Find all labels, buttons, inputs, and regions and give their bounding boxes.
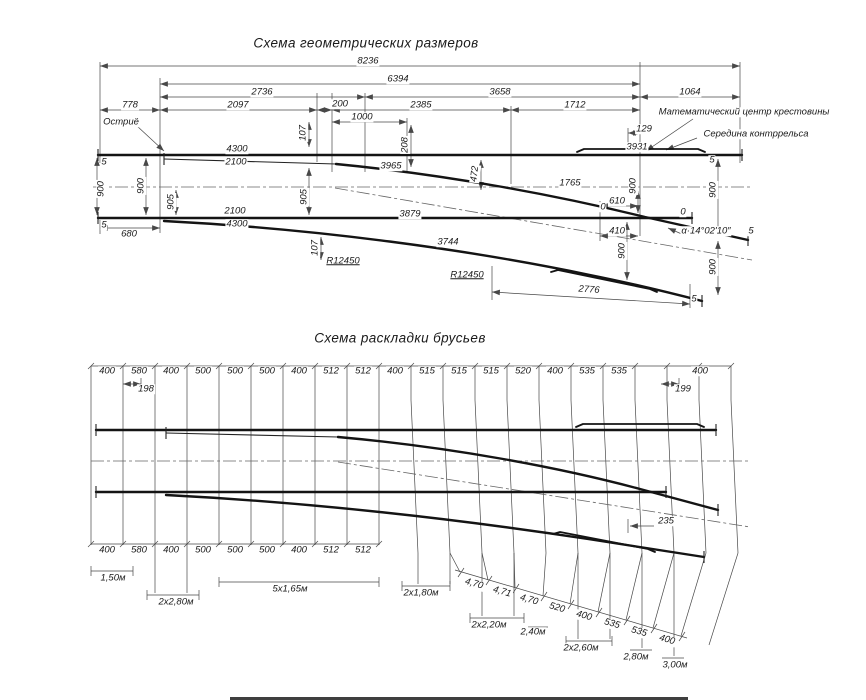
dimension-label: 2736	[250, 86, 274, 98]
dimension-label: 3879	[398, 208, 422, 220]
dimension-label: 2776	[577, 283, 601, 296]
dimension-label: 3931	[625, 141, 649, 153]
dimension-label: 1765	[558, 177, 582, 189]
sleeper-length-label: 1,50м	[99, 572, 127, 584]
dimension-label: 200	[331, 98, 349, 110]
dimension-label: 905	[298, 188, 310, 206]
dimension-label: 400	[290, 544, 308, 556]
dimension-label: 580	[130, 544, 148, 556]
dimension-label: 5	[747, 225, 755, 237]
dimension-label: 400	[98, 544, 116, 556]
dimension-label: 8236	[356, 55, 380, 67]
dimension-label: 235	[657, 515, 675, 527]
guard-rail-label: Середина контррельса	[702, 128, 810, 140]
dimension-label: 3744	[436, 236, 460, 248]
dimension-label: 500	[194, 544, 212, 556]
dimension-label: 400	[162, 365, 180, 377]
dimension-label: 400	[98, 365, 116, 377]
dimension-label: 5	[100, 156, 108, 168]
dimension-label: 905	[165, 193, 177, 211]
dimension-label: 472	[468, 164, 482, 184]
dimension-label: 198	[137, 383, 155, 395]
sleeper-length-label: 5х1,65м	[271, 583, 309, 595]
dimension-label: 400	[386, 365, 404, 377]
dimension-label: 900	[95, 180, 107, 198]
dimension-label: 900	[627, 177, 639, 195]
dimension-label: 520	[514, 365, 532, 377]
radius-label: R12450	[325, 255, 361, 267]
dimension-label: 1000	[350, 111, 374, 123]
dimension-label: 512	[354, 365, 372, 377]
dimension-label: 199	[674, 383, 692, 395]
dimension-label: 900	[135, 177, 147, 195]
dimension-label: 610	[608, 195, 626, 207]
dimension-label: 2385	[409, 99, 433, 111]
dimension-label: 400	[691, 365, 709, 377]
dimension-label: 515	[450, 365, 468, 377]
dimension-label: 4300	[225, 143, 249, 155]
sleeper-length-label: 2,40м	[519, 626, 547, 638]
dimension-label: 778	[121, 99, 139, 111]
blade-tip-label: Остриё	[102, 116, 140, 128]
dimension-label: 500	[258, 365, 276, 377]
dimension-label: 535	[610, 365, 628, 377]
dimension-label: 1712	[563, 99, 587, 111]
dimension-label: 400	[546, 365, 564, 377]
dimension-label: 2100	[224, 156, 248, 168]
dimension-label: 5	[100, 219, 108, 231]
dimension-label: 2100	[223, 205, 247, 217]
bottom-scheme-linework	[87, 362, 751, 659]
dimension-label: 500	[226, 544, 244, 556]
dimension-label: 3965	[379, 160, 403, 172]
dimension-label: 4300	[225, 218, 249, 230]
dimension-label: 3658	[488, 86, 512, 98]
sleeper-length-label: 2х2,60м	[562, 642, 600, 654]
frog-angle-label: α·14°02'10″	[680, 225, 732, 237]
dimension-label: 515	[482, 365, 500, 377]
dimension-label: 400	[162, 544, 180, 556]
dimension-label: 500	[194, 365, 212, 377]
dimension-label: 129	[635, 123, 653, 135]
dimension-label: 535	[578, 365, 596, 377]
dimension-label: 500	[258, 544, 276, 556]
sleeper-length-label: 2,80м	[622, 651, 650, 663]
sleeper-length-label: 3,00м	[661, 659, 689, 671]
dimension-label: 580	[130, 365, 148, 377]
dimension-label: 410	[608, 225, 626, 237]
dimension-label: 5	[690, 293, 698, 305]
sleeper-length-label: 2х2,20м	[470, 619, 508, 631]
radius-label: R12450	[449, 269, 485, 281]
dimension-label: 512	[322, 365, 340, 377]
screen-edge-artifact	[230, 697, 688, 700]
dimension-label: 400	[290, 365, 308, 377]
dimension-label: 0	[599, 201, 607, 213]
frog-center-label: Математический центр крестовины	[657, 106, 831, 118]
dimension-label: 5	[708, 154, 716, 166]
dimension-label: 515	[418, 365, 436, 377]
dimension-label: 512	[322, 544, 340, 556]
dimension-label: 900	[707, 258, 719, 276]
dimension-label: 107	[309, 239, 321, 257]
dimension-label: 1064	[678, 86, 702, 98]
dimension-label: 680	[120, 228, 138, 240]
bottom-scheme-title: Схема раскладки брусьев	[314, 330, 486, 346]
sleeper-length-label: 2х2,80м	[157, 596, 195, 608]
dimension-label: 900	[707, 181, 719, 199]
dimension-label: 900	[616, 242, 628, 260]
top-scheme-title: Схема геометрических размеров	[253, 35, 479, 51]
dimension-label: 6394	[386, 73, 410, 85]
dimension-label: 2097	[226, 99, 250, 111]
sleeper-length-label: 2х1,80м	[402, 587, 440, 599]
dimension-label: 107	[297, 124, 309, 142]
dimension-label: 0	[679, 206, 687, 218]
dimension-label: 208	[399, 136, 411, 154]
dimension-label: 512	[354, 544, 372, 556]
dimension-label: 500	[226, 365, 244, 377]
